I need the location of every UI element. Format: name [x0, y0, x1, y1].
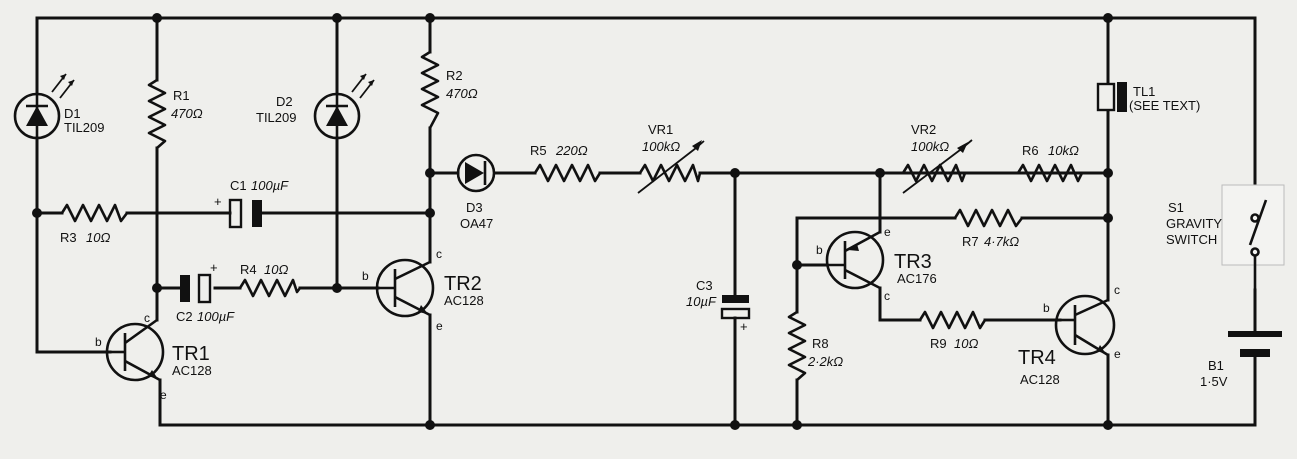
r8-ref: R8 [812, 336, 829, 351]
vr1-value: 100kΩ [642, 139, 680, 154]
d3-ref: D3 [466, 200, 483, 215]
tr3-pin-b: b [816, 243, 823, 257]
tr1-transistor: b c e TR1 AC128 [95, 311, 212, 402]
b1-ref: B1 [1208, 358, 1224, 373]
tr2-pin-c: c [436, 247, 442, 261]
junctions [32, 13, 1113, 430]
tr4-pin-b: b [1043, 301, 1050, 315]
r9-resistor: R9 10Ω [918, 310, 987, 351]
c1-value: 100µF [251, 178, 289, 193]
r3-ref: R3 [60, 230, 77, 245]
r2-value: 470Ω [446, 86, 478, 101]
c1-capacitor: + C1 100µF [214, 178, 289, 229]
r6-value: 10kΩ [1048, 143, 1079, 158]
tl1-value: (SEE TEXT) [1129, 98, 1200, 113]
r8-resistor: R8 2·2kΩ [787, 310, 843, 381]
tr3-transistor: b e c TR3 AC176 [816, 225, 937, 303]
r3-value: 10Ω [86, 230, 110, 245]
r4-ref: R4 [240, 262, 257, 277]
tr3-ref: TR3 [894, 251, 932, 273]
r4-resistor: R4 10Ω [238, 262, 302, 298]
c3-value: 10µF [686, 294, 717, 309]
d1-ref: D1 [64, 106, 81, 121]
c2-value: 100µF [197, 309, 235, 324]
c3-capacitor: + C3 10µF [686, 278, 751, 334]
vr1-ref: VR1 [648, 122, 673, 137]
vr2-variable-resistor: VR2 100kΩ [901, 122, 973, 194]
d2-led: D2 TIL209 [256, 73, 375, 140]
r6-ref: R6 [1022, 143, 1039, 158]
r1-value: 470Ω [171, 106, 203, 121]
c3-ref: C3 [696, 278, 713, 293]
c2-capacitor: + C2 100µF [176, 260, 235, 324]
r7-resistor: R7 4·7kΩ [953, 208, 1024, 249]
d2-value: TIL209 [256, 110, 296, 125]
tr4-pin-c: c [1114, 283, 1120, 297]
tr2-pin-e: e [436, 319, 443, 333]
s1-ref: S1 [1168, 200, 1184, 215]
tr1-ref: TR1 [172, 343, 210, 365]
tr1-pin-e: e [160, 388, 167, 402]
tr2-pin-b: b [362, 269, 369, 283]
tr1-pin-b: b [95, 335, 102, 349]
r2-ref: R2 [446, 68, 463, 83]
d1-led: D1 TIL209 [13, 73, 104, 140]
vr1-variable-resistor: VR1 100kΩ [637, 122, 705, 194]
s1-line2: SWITCH [1166, 232, 1217, 247]
c1-plus: + [214, 194, 222, 209]
s1-gravity-switch: S1 GRAVITY SWITCH [1166, 184, 1285, 290]
r9-value: 10Ω [954, 336, 978, 351]
r5-resistor: R5 220Ω [530, 143, 602, 183]
b1-value: 1·5V [1200, 374, 1228, 389]
tr1-value: AC128 [172, 363, 212, 378]
tr2-ref: TR2 [444, 273, 482, 295]
tr4-value: AC128 [1020, 372, 1060, 387]
r7-value: 4·7kΩ [984, 234, 1019, 249]
c2-ref: C2 [176, 309, 193, 324]
r7-ref: R7 [962, 234, 979, 249]
tr3-pin-e: e [884, 225, 891, 239]
r8-value: 2·2kΩ [807, 354, 843, 369]
tr3-pin-c: c [884, 289, 890, 303]
vr2-ref: VR2 [911, 122, 936, 137]
d3-diode: D3 OA47 [456, 153, 496, 231]
c3-plus: + [740, 319, 748, 334]
d1-value: TIL209 [64, 120, 104, 135]
r5-value: 220Ω [555, 143, 588, 158]
r2-resistor: R2 470Ω [420, 50, 478, 129]
d3-value: OA47 [460, 216, 493, 231]
d2-ref: D2 [276, 94, 293, 109]
b1-battery: B1 1·5V [1200, 288, 1282, 389]
r3-resistor: R3 10Ω [60, 203, 129, 245]
c1-ref: C1 [230, 178, 247, 193]
tl1-transducer: TL1 (SEE TEXT) [1096, 82, 1200, 113]
tr4-pin-e: e [1114, 347, 1121, 361]
r6-resistor: R6 10kΩ [1016, 143, 1084, 183]
r5-ref: R5 [530, 143, 547, 158]
r1-resistor: R1 470Ω [147, 78, 203, 149]
r1-ref: R1 [173, 88, 190, 103]
r4-value: 10Ω [264, 262, 288, 277]
tl1-ref: TL1 [1133, 84, 1155, 99]
s1-line1: GRAVITY [1166, 216, 1222, 231]
vr2-value: 100kΩ [911, 139, 949, 154]
tr3-value: AC176 [897, 271, 937, 286]
tr4-ref: TR4 [1018, 347, 1056, 369]
tr2-transistor: b c e TR2 AC128 [362, 247, 484, 333]
tr2-value: AC128 [444, 293, 484, 308]
r9-ref: R9 [930, 336, 947, 351]
tr4-transistor: b c e TR4 AC128 [1018, 283, 1121, 387]
tr1-pin-c: c [144, 311, 150, 325]
wires [35, 16, 1257, 427]
c2-plus: + [210, 260, 218, 275]
